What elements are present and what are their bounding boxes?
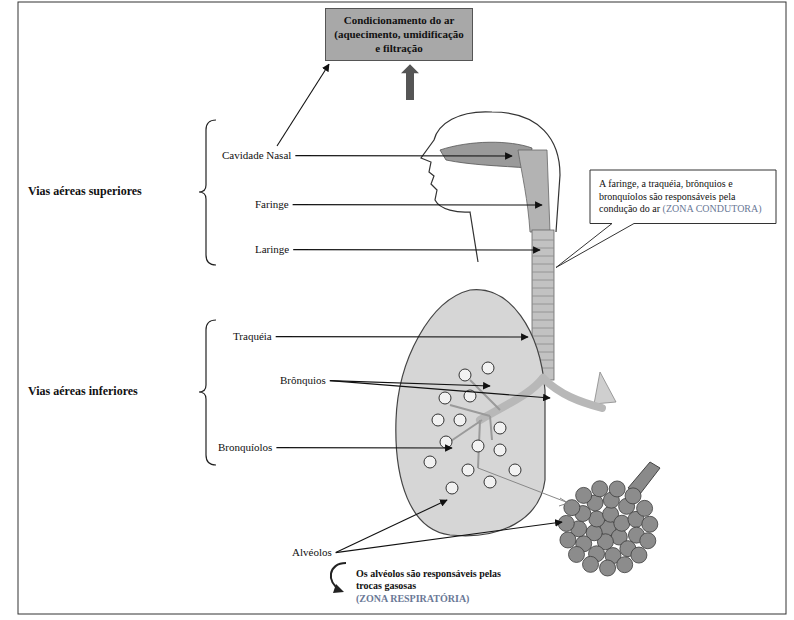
part-label: Traquéia (233, 330, 272, 342)
alveolus-dots (424, 362, 521, 494)
part-label: Faringe (255, 198, 289, 211)
node-text: Condicionamento do ar (aquecimento, umid… (334, 14, 464, 54)
leader-line (277, 64, 329, 146)
info-box: Condicionamento do ar (aquecimento, umid… (325, 8, 473, 61)
alveolar-sac (576, 487, 592, 503)
alveolar-sac (631, 547, 647, 563)
alveolus-dots (440, 436, 452, 448)
alveolar-sac (642, 516, 658, 532)
part-label: Cavidade Nasal (222, 149, 291, 161)
alveolar-sac (558, 462, 660, 576)
alveolus-dots (439, 392, 451, 404)
alveolar-sac (609, 481, 625, 497)
alveolus-dots (462, 464, 474, 476)
alveolar-sac (614, 515, 630, 531)
head-profile (518, 150, 550, 232)
part-label: Laringe (255, 243, 289, 255)
lung (396, 290, 616, 536)
part-label: Bronquíolos (218, 441, 272, 453)
alveolar-sac (625, 488, 641, 504)
alveolus-dots (432, 414, 444, 426)
alveolus-dots (446, 482, 458, 494)
note-text: Os alvéolos são responsáveis pelas troca… (356, 568, 506, 592)
alveolar-sac (558, 515, 574, 531)
leader-line (276, 336, 528, 338)
head-profile (440, 142, 532, 168)
curly-arrow (331, 563, 346, 590)
sac-pointers (478, 468, 566, 502)
part-label: Traquéia (233, 330, 272, 343)
region-label: Vias aéreas inferiores (28, 384, 138, 398)
leader-line (336, 522, 562, 553)
alveolus-dots (482, 362, 494, 374)
block-arrow (401, 64, 419, 100)
part-label: Bronquíolos (218, 441, 272, 454)
curly-arrow (331, 563, 346, 593)
zone-label: (ZONA RESPIRATÓRIA) (356, 593, 469, 605)
bracket (199, 320, 216, 465)
alveolus-dots (494, 444, 506, 456)
alveolus-dots (509, 464, 521, 476)
bubble-outline (556, 170, 776, 268)
leader-line (293, 249, 540, 251)
sac-pointers (559, 498, 568, 506)
note-text: Os alvéolos são responsáveis pelas troca… (356, 568, 501, 591)
frame (18, 2, 786, 614)
leader-line (330, 381, 490, 386)
bracket (199, 120, 216, 265)
alveolar-sac (560, 532, 576, 548)
alveolus-dots (454, 414, 466, 426)
leader-line (276, 447, 452, 449)
zone-label: (ZONA CONDUTORA) (663, 203, 762, 214)
leader-line (330, 381, 550, 398)
alveolar-sac (637, 500, 653, 516)
region-label: Vias aéreas superiores (28, 184, 142, 198)
bronchi (543, 378, 602, 408)
alveolus-dots (424, 456, 436, 468)
alveolar-sac (583, 556, 599, 572)
curly-arrow (333, 584, 344, 593)
region-label: Vias aéreas inferiores (28, 384, 138, 398)
part-label: Brônquios (280, 374, 326, 386)
lung (396, 290, 545, 536)
leader-line (295, 155, 512, 157)
region-label: Vias aéreas superiores (28, 184, 142, 198)
leader-line (293, 204, 542, 206)
alveolus-dots (484, 476, 496, 488)
callout-bubble: A faringe, a traquéia, brônquios e bronq… (590, 170, 776, 224)
alveolar-sac (568, 546, 584, 562)
part-label: Alvéolos (292, 546, 332, 558)
part-label: Cavidade Nasal (222, 149, 291, 162)
lung (594, 372, 616, 404)
alveolar-sac (617, 557, 633, 573)
alveolus-dots (459, 369, 471, 381)
part-label: Laringe (255, 243, 289, 256)
alveolar-sac (600, 560, 616, 576)
alveolus-dots (494, 422, 506, 434)
bracket (199, 120, 216, 465)
part-label: Faringe (255, 198, 289, 210)
sac-pointers (478, 468, 568, 506)
alveolus-dots (472, 440, 484, 452)
part-label: Brônquios (280, 374, 326, 387)
alveolar-sac (640, 533, 656, 549)
alveolar-sac (592, 481, 608, 497)
part-label: Alvéolos (292, 546, 332, 559)
zone-label: (ZONA RESPIRATÓRIA) (356, 593, 469, 604)
